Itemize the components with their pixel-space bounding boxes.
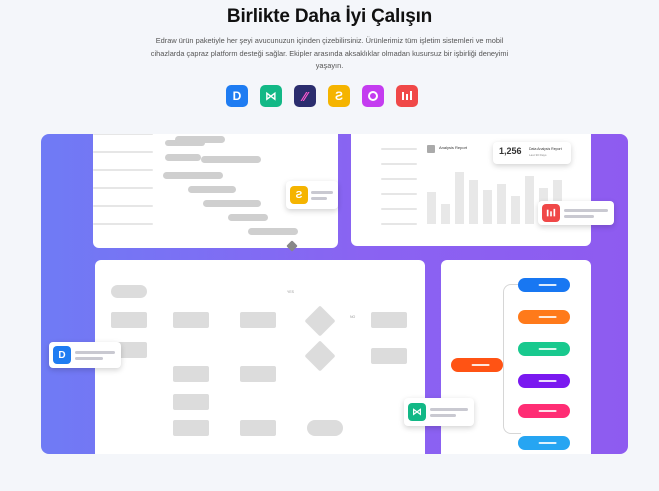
report-card: Analysis Report 1,256 Data Analysis Repo… [351,134,591,246]
edrawplanner-icon[interactable]: Ƨ [328,85,350,107]
edrawmind-popup: ⋈ [404,398,474,426]
kpi-value: 1,256 [499,146,522,156]
kpi-box: 1,256 Data Analysis Report Last 30 Days [493,142,571,164]
mindmap-node [518,310,570,324]
no-label: NO [350,315,356,319]
edrawrecord-icon[interactable] [362,85,384,107]
yes-label: YES [287,290,295,294]
edrawbar-icon [542,204,560,222]
report-title: Analysis Report [439,145,468,150]
mindmap-node [518,374,570,388]
edrawmax-icon: D [53,346,71,364]
edrawbar-icon[interactable] [396,85,418,107]
mindmap-node [518,342,570,356]
chart-icon [427,145,435,153]
edrawmax-icon[interactable]: D [226,85,248,107]
app-icon-row: D ⋈ ⁄⁄ Ƨ [226,85,418,107]
mindmap-root [451,358,503,372]
edrawproj-icon[interactable]: ⁄⁄ [294,85,316,107]
mindmap-node [518,436,570,450]
flowchart-card: YES NO [95,260,425,454]
page-subtitle: Edraw ürün paketiyle her şeyi avucunuzun… [150,36,509,70]
edrawplanner-icon: Ƨ [290,186,308,204]
kpi-sub: Last 30 Days [529,153,547,157]
showcase-panel: Ƨ Analysis Report 1,256 Data Analysis Re… [41,134,628,454]
mindmap-node [518,404,570,418]
bar-popup [538,201,614,225]
kpi-label: Data Analysis Report [529,147,562,151]
page-title: Birlikte Daha İyi Çalışın [226,6,433,27]
edrawmax-popup: D [49,342,121,368]
mindmap-node [518,278,570,292]
edrawmind-icon[interactable]: ⋈ [260,85,282,107]
edrawmind-icon: ⋈ [408,403,426,421]
planner-popup: Ƨ [286,181,338,209]
